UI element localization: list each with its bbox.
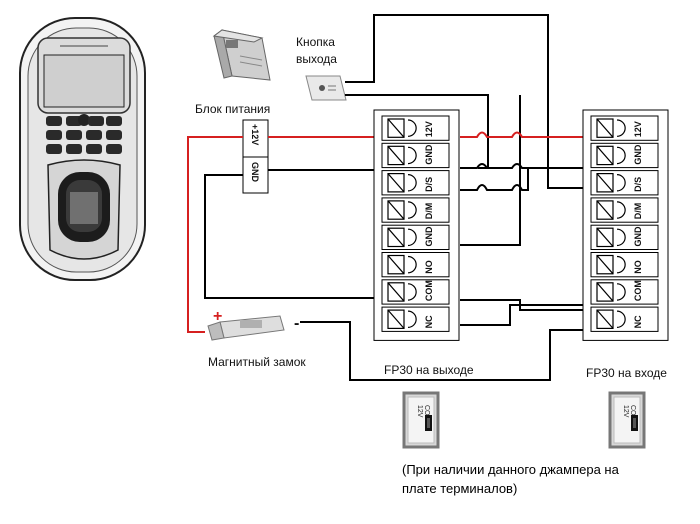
lock-plus-sign: + xyxy=(213,308,222,325)
entry-terminal-6: NO xyxy=(590,252,659,278)
exit-terminal-label: NC xyxy=(424,315,434,328)
lock-minus-sign: - xyxy=(294,315,299,332)
jumper-label-com: COM xyxy=(423,405,430,422)
exit-terminal-3: D/S xyxy=(381,170,450,196)
exit-button-label-line1: Кнопка xyxy=(296,35,335,49)
exit-button-icon xyxy=(305,75,347,101)
magnetic-lock-icon xyxy=(207,315,285,341)
exit-terminal-label: D/S xyxy=(424,177,434,192)
entry-terminal-label: D/S xyxy=(633,177,643,192)
jumper-label-12v: 12V xyxy=(622,405,629,418)
entry-terminal-label: GND xyxy=(633,226,643,247)
reader-display xyxy=(43,54,125,108)
entry-terminal-label: COM xyxy=(633,280,643,301)
entry-terminal-label: GND xyxy=(633,144,643,165)
jumper-note-line1: (При наличии данного джампера на xyxy=(402,462,620,477)
exit-terminal-label: GND xyxy=(424,144,434,165)
entry-terminal-2: GND xyxy=(590,142,659,169)
fp30-entry-label: FP30 на входе xyxy=(586,366,667,380)
wire-reader-loop xyxy=(204,174,375,299)
fp30-exit-label: FP30 на выходе xyxy=(384,363,474,377)
jumper-label-com: COM xyxy=(629,405,636,422)
psu-terminal-gnd: GND xyxy=(250,162,260,183)
psu-terminal-block: +12V GND xyxy=(242,119,269,194)
psu-terminal-12v: +12V xyxy=(250,124,260,145)
power-supply-icon xyxy=(212,29,271,81)
entry-terminal-label: D/M xyxy=(633,203,643,220)
fp30-entry-terminal-block: 12V GND D/S D/M GND NO COM NC xyxy=(582,109,669,341)
entry-terminal-1: 12V xyxy=(590,115,659,141)
entry-terminal-label: NC xyxy=(633,315,643,328)
entry-terminal-5: GND xyxy=(590,224,659,250)
wire-exit-button-ds xyxy=(345,94,489,169)
exit-terminal-2: GND xyxy=(381,142,450,169)
exit-terminal-1: 12V xyxy=(381,115,450,141)
exit-terminal-label: NO xyxy=(424,260,434,274)
exit-terminal-4: D/M xyxy=(381,197,450,223)
wires-black xyxy=(204,14,583,381)
entry-terminal-label: NO xyxy=(633,260,643,274)
exit-terminal-7: COM xyxy=(381,279,450,305)
exit-terminal-8: NC xyxy=(381,306,450,332)
entry-terminal-3: D/S xyxy=(590,170,659,196)
wire-lock-minus xyxy=(300,321,583,381)
power-supply-label: Блок питания xyxy=(195,102,270,116)
jumper-label-12v: 12V xyxy=(416,405,423,418)
exit-terminal-label: 12V xyxy=(424,121,434,137)
wires-red xyxy=(187,131,583,333)
entry-terminal-label: 12V xyxy=(633,121,643,137)
magnetic-lock-label: Магнитный замок xyxy=(208,355,306,369)
exit-terminal-label: D/M xyxy=(424,203,434,220)
exit-terminal-5: GND xyxy=(381,224,450,250)
entry-terminal-7: COM xyxy=(590,279,659,305)
exit-button-label-line2: выхода xyxy=(296,52,337,66)
jumper-note-line2: плате терминалов) xyxy=(402,481,517,496)
wire-exit-button-top xyxy=(345,14,583,189)
entry-terminal-4: D/M xyxy=(590,197,659,223)
fingerprint-reader-device xyxy=(19,17,146,281)
wire-12v-to-entry-terminal xyxy=(460,131,583,138)
reader-keypad xyxy=(46,114,122,154)
fp30-exit-terminal-block: 12V GND D/S D/M GND NO COM NC xyxy=(373,109,460,341)
entry-terminal-8: NC xyxy=(590,306,659,332)
wire-12v-to-lock xyxy=(187,136,243,333)
exit-terminal-6: NO xyxy=(381,252,450,278)
exit-terminal-label: COM xyxy=(424,280,434,301)
exit-terminal-label: GND xyxy=(424,226,434,247)
